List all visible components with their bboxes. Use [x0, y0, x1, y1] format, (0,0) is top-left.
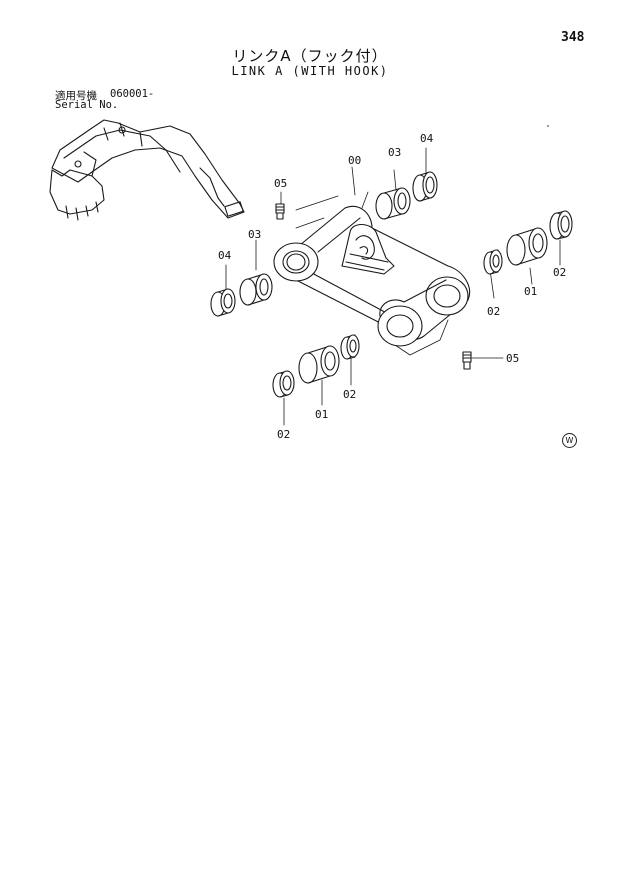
- right-shim-02-inner: [483, 249, 503, 275]
- revision-mark: W: [562, 433, 577, 448]
- left-bushing-03: [239, 273, 273, 306]
- right-bushing-01: [506, 227, 548, 266]
- grease-fitting-05-bottom: [462, 351, 472, 370]
- leader-lines: [225, 147, 561, 426]
- top-seal-04: [412, 171, 438, 202]
- serial-label-japanese: 適用号機: [55, 90, 97, 102]
- right-shim-02-outer: [549, 210, 573, 240]
- callout-04-top: 04: [420, 132, 434, 145]
- excavator-arm-thumbnail: [49, 119, 245, 221]
- serial-number-value: 060001-: [110, 88, 155, 100]
- bottom-shim-02-outer: [272, 370, 295, 398]
- grease-fitting-05-top: [275, 203, 285, 220]
- page-number: 348: [561, 30, 585, 45]
- callout-02-right-top: 02: [553, 266, 567, 279]
- callout-01-bottom: 01: [315, 408, 329, 421]
- callout-04-left: 04: [218, 249, 232, 262]
- callout-02-right-mid: 02: [487, 305, 501, 318]
- callout-03-top: 03: [388, 146, 402, 159]
- bottom-bushing-01: [298, 345, 340, 384]
- callout-02-bottom-left: 02: [277, 428, 291, 441]
- bottom-shim-02-inner: [340, 334, 360, 360]
- callout-01-right: 01: [524, 285, 538, 298]
- callout-03-left: 03: [248, 228, 262, 241]
- left-seal-04: [210, 288, 236, 317]
- serial-label-english: Serial No.: [55, 99, 119, 111]
- callout-00: 00: [348, 154, 362, 167]
- title-english: LINK A (WITH HOOK): [231, 64, 389, 78]
- top-bushing-03: [375, 187, 411, 220]
- callout-02-bottom-mid: 02: [343, 388, 357, 401]
- hook: [341, 223, 395, 275]
- callout-05-bottom: 05: [506, 352, 520, 365]
- title-japanese: リンクA（フック付）: [232, 47, 388, 65]
- callout-05-top: 05: [274, 177, 288, 190]
